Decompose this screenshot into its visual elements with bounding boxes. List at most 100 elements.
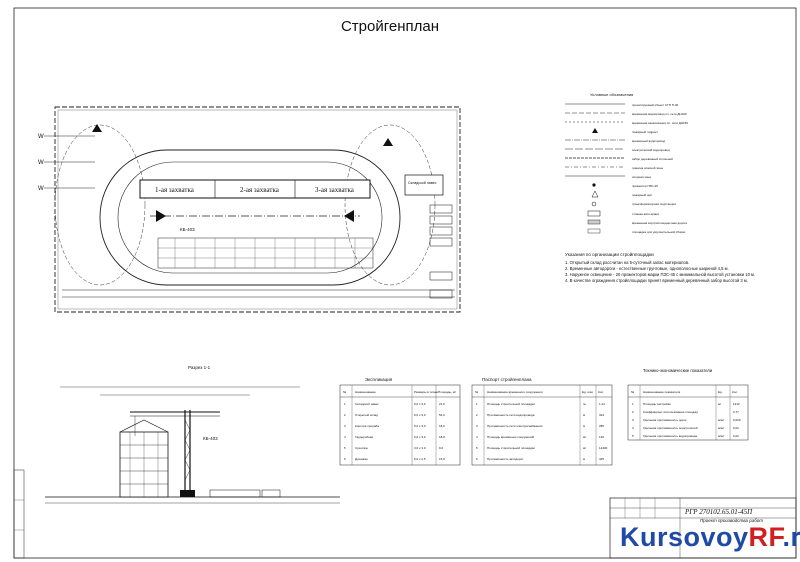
- legend-item: забор деревянный сплошной: [632, 157, 673, 161]
- table-cell: м/м²: [718, 434, 724, 438]
- temporary-buildings: [429, 204, 453, 299]
- table-header: №: [475, 390, 479, 394]
- legend-item: временная канализация пл. сети ДН150: [632, 121, 688, 125]
- legend-item: прожектор ПЗС-45: [632, 184, 658, 188]
- table-cell: 0,02: [733, 434, 739, 438]
- stamp-subtitle: Проект производства работ: [700, 518, 764, 523]
- table-cell: 18,0: [439, 435, 445, 439]
- legend-item: временный водопровод: [632, 139, 665, 143]
- table-cell: 15,0: [439, 457, 445, 461]
- tep-table: Технико-экономические показатели № Наиме…: [627, 368, 749, 441]
- legend-item: пожарный щит: [632, 193, 653, 197]
- crane-zone-left: [54, 124, 146, 286]
- mark-w: W: [38, 160, 44, 166]
- legend-item: граница опасной зоны: [632, 166, 663, 170]
- table-cell: 6,0 x 2,5: [414, 457, 426, 461]
- table-cell: 425: [599, 457, 604, 461]
- crane-position-icon: [156, 210, 166, 222]
- legend-item: электрический водопровод: [632, 148, 670, 152]
- passport-table: Паспорт стройгенплана № Наименование вре…: [471, 376, 613, 466]
- table-cell: Площадь застройки: [643, 402, 671, 406]
- table-cell: 4: [476, 435, 478, 439]
- zone-label: 2-ая захватка: [240, 186, 280, 194]
- zone-label: 3-ая захватка: [315, 186, 355, 194]
- table-cell: 1,44: [599, 402, 605, 406]
- table-header: Кол.: [598, 390, 604, 394]
- table-cell: 6: [344, 457, 346, 461]
- table-cell: Площадь строительной площадки: [487, 446, 535, 450]
- table-cell: Удельная протяжённость водопровода: [643, 434, 697, 438]
- table-header: Ед. изм.: [582, 390, 594, 394]
- legend-item: временная внутриплощадочная дорога: [632, 221, 687, 225]
- table-header: №: [343, 390, 347, 394]
- table-cell: м²: [583, 435, 586, 439]
- table-cell: Душевая: [355, 457, 368, 461]
- table-cell: 4: [632, 426, 634, 430]
- tower-crane-icon: [130, 410, 220, 497]
- table-cell: 2: [632, 410, 634, 414]
- table-header: Наименование временного сооружения: [487, 390, 543, 394]
- legend-heading: Условные обозначения: [590, 92, 633, 97]
- building-outline: [139, 179, 371, 199]
- table-cell: Складской навес: [355, 402, 379, 406]
- temporary-road-inner: [117, 161, 383, 274]
- water-marks: W W W: [38, 134, 95, 192]
- table-cell: 3: [476, 424, 478, 428]
- crane-position-icon: [344, 210, 354, 222]
- table-cell: 21,6: [439, 402, 445, 406]
- section-view: Разрез 1-1: [45, 365, 340, 504]
- site-boundary: [57, 109, 458, 310]
- table-cell: 54,0: [439, 413, 445, 417]
- table-cell: Коэффициент использования площади: [643, 410, 698, 414]
- table-cell: м²: [718, 402, 721, 406]
- section-label: Разрез 1-1: [188, 365, 211, 370]
- section-crane-label: КБ-403: [203, 436, 218, 441]
- note-item: 3. Наружное освещение - 20 прожекторов м…: [565, 272, 756, 277]
- watermark-part: Kursovoy: [620, 522, 749, 552]
- table-cell: 18,0: [439, 424, 445, 428]
- stamp-code: РГР 270102.65.01-45П: [685, 508, 753, 516]
- storage-shed: [404, 174, 444, 196]
- table-cell: Контора прораба: [355, 424, 379, 428]
- table-cell: 1212: [733, 402, 740, 406]
- table-header: Кол.: [732, 390, 738, 394]
- table-cell: 2: [344, 413, 346, 417]
- site-plan: W W W 1-ая захватка 2-ая захватка 3-ая з…: [38, 106, 461, 313]
- table-cell: Протяжённость автодорог: [487, 457, 523, 461]
- page-title: Стройгенплан: [340, 18, 440, 35]
- table-cell: 1: [632, 402, 634, 406]
- table-cell: Площадь строительной площадки: [487, 402, 535, 406]
- notes-heading: Указания по организации стройплощадки: [565, 252, 654, 257]
- crane-label: КБ-403: [180, 227, 195, 232]
- table-cell: Удельная протяжённость дорог: [643, 418, 687, 422]
- material-stack: [209, 489, 261, 498]
- table-cell: м: [583, 457, 585, 461]
- temporary-road: [99, 149, 401, 286]
- table-header: №: [631, 390, 635, 394]
- table-header: Размеры в плане: [414, 390, 438, 394]
- table-cell: 136: [599, 435, 604, 439]
- watermark-part: .ru: [782, 522, 800, 552]
- legend-item: пожарный гидрант: [632, 130, 658, 134]
- fire-hydrant-icon: [383, 138, 393, 146]
- table-cell: 5: [344, 446, 346, 450]
- table-cell: Сушилка: [355, 446, 368, 450]
- table-header: Наименование: [355, 390, 376, 394]
- table-cell: Протяжённость сети электроснабжения: [487, 424, 543, 428]
- title-block: [609, 497, 797, 559]
- table-cell: 3,0 x 3,0: [414, 446, 426, 450]
- explication-table: Экспликация № Наименование Размеры в пла…: [339, 377, 461, 466]
- mark-w: W: [38, 134, 44, 140]
- site-notes: Указания по организации стройплощадки 1.…: [565, 252, 780, 284]
- legend-item: трансформаторная подстанция: [632, 202, 676, 206]
- table-cell: 6,0 x 9,0: [414, 413, 426, 417]
- table-cell: 6,0 x 3,6: [414, 402, 426, 406]
- watermark-logo: KursovoyRF.ru: [620, 522, 800, 553]
- legend-item: опорная зона: [632, 175, 651, 179]
- table-cell: 14400: [599, 446, 608, 450]
- table-cell: м/м²: [718, 418, 724, 422]
- table-cell: м: [583, 424, 585, 428]
- table-cell: Открытый склад: [355, 413, 378, 417]
- table-cell: 1: [344, 402, 346, 406]
